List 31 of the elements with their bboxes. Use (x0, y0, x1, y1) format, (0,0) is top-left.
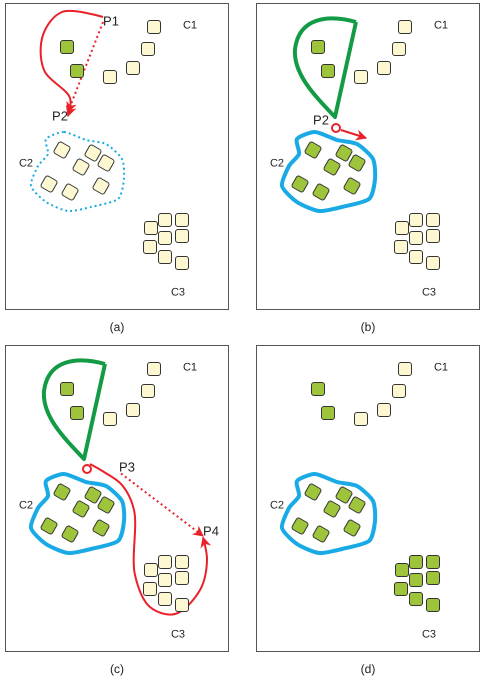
dotted-arrow (120, 472, 204, 537)
cluster-label: C1 (182, 20, 198, 32)
point-label: P4 (203, 524, 219, 538)
panel-caption: (b) (360, 320, 376, 334)
cluster-label: C2 (18, 500, 34, 512)
curved-arrow (340, 129, 368, 140)
curved-arrow (40, 10, 104, 118)
panel-frame (256, 345, 480, 652)
panel-frame (5, 345, 229, 652)
panel-caption: (c) (110, 662, 124, 676)
cluster-label: C1 (182, 362, 198, 374)
point-label: P2 (313, 114, 329, 126)
cluster-label: C2 (270, 500, 284, 512)
cluster-label: C3 (170, 288, 186, 298)
point-label: P2 (52, 110, 68, 122)
cluster-label: C3 (170, 630, 186, 640)
cluster-label: C3 (422, 630, 436, 640)
panel-frame (256, 3, 480, 310)
point-label: P3 (119, 460, 135, 474)
panel-caption: (d) (360, 662, 376, 676)
curved-arrow (90, 463, 212, 616)
panel-frame (5, 3, 229, 310)
cluster-label: C3 (422, 288, 436, 298)
point-label: P1 (103, 14, 119, 28)
cluster-label: C2 (270, 158, 284, 170)
cluster-label: C1 (434, 362, 448, 374)
cluster-label: C1 (434, 20, 448, 32)
cluster-label: C2 (18, 158, 34, 170)
point-marker (331, 123, 341, 133)
point-marker (82, 464, 92, 474)
panel-caption: (a) (110, 320, 124, 334)
